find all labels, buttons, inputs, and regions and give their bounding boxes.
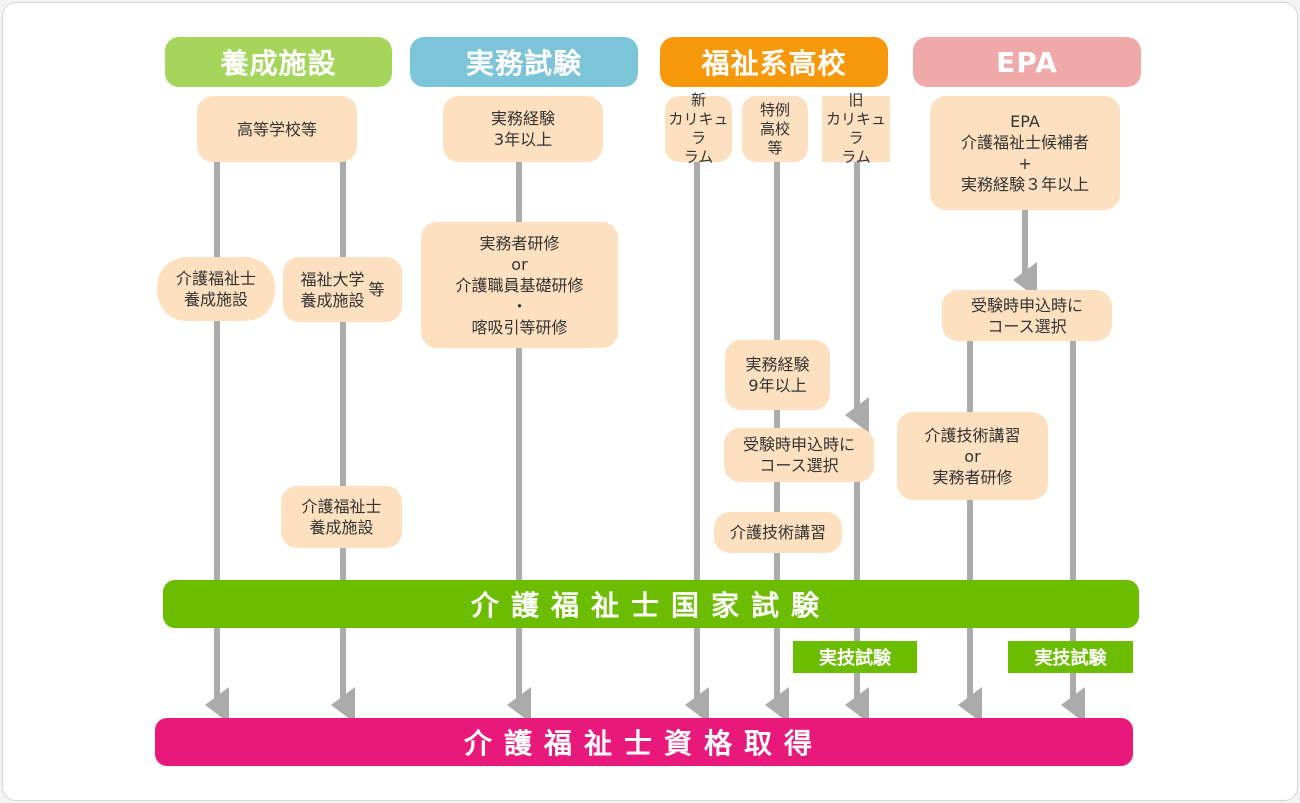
box-gijutsu-or-jitsumusha: 介護技術講習 or 実務者研修: [897, 412, 1048, 500]
header-fukushi-koukou: 福祉系高校: [660, 37, 888, 87]
header-jitsumu-shiken: 実務試験: [410, 37, 638, 87]
box-jitsumusha-kenshu: 実務者研修 or 介護職員基礎研修 ・ 喀吸引等研修: [421, 222, 618, 348]
box-course-select-fukushi: 受験時申込時に コース選択: [724, 428, 874, 482]
practical-exam-tag-1: 実技試験: [793, 641, 917, 673]
national-exam-bar: 介護福祉士国家試験: [163, 580, 1139, 628]
box-jitsumu-9years: 実務経験 9年以上: [725, 340, 830, 410]
box-jitsumu-3years: 実務経験 3年以上: [443, 96, 603, 162]
box-shin-curriculum: 新 カリキュラ ラム: [665, 91, 732, 166]
box-course-select-epa: 受験時申込時に コース選択: [942, 290, 1112, 341]
box-kaigo-gijutsu-koushuu: 介護技術講習: [714, 512, 842, 553]
box-kaigo-yousei-shisetsu-2: 介護福祉士 養成施設: [281, 486, 402, 548]
box-kaigo-yousei-shisetsu: 介護福祉士 養成施設: [157, 257, 275, 321]
box-fukushi-daigaku: 福祉大学 養成施設 等: [283, 257, 402, 322]
fukushi-daigaku-label: 福祉大学 養成施設: [300, 269, 365, 310]
fukushi-daigaku-suffix: 等: [368, 280, 385, 299]
box-epa-candidate: EPA 介護福祉士候補者 + 実務経験３年以上: [930, 96, 1120, 210]
header-yousei-shisetsu: 養成施設: [165, 37, 392, 87]
box-koutou-gakkou: 高等学校等: [197, 96, 357, 162]
practical-exam-tag-2: 実技試験: [1008, 641, 1133, 673]
box-tokurei-koukou: 特例 高校 等: [742, 96, 808, 162]
qualification-bar: 介護福祉士資格取得: [155, 718, 1133, 766]
header-epa: EPA: [913, 37, 1141, 87]
box-kyu-curriculum: 旧 カリキュラ ラム: [822, 91, 890, 166]
